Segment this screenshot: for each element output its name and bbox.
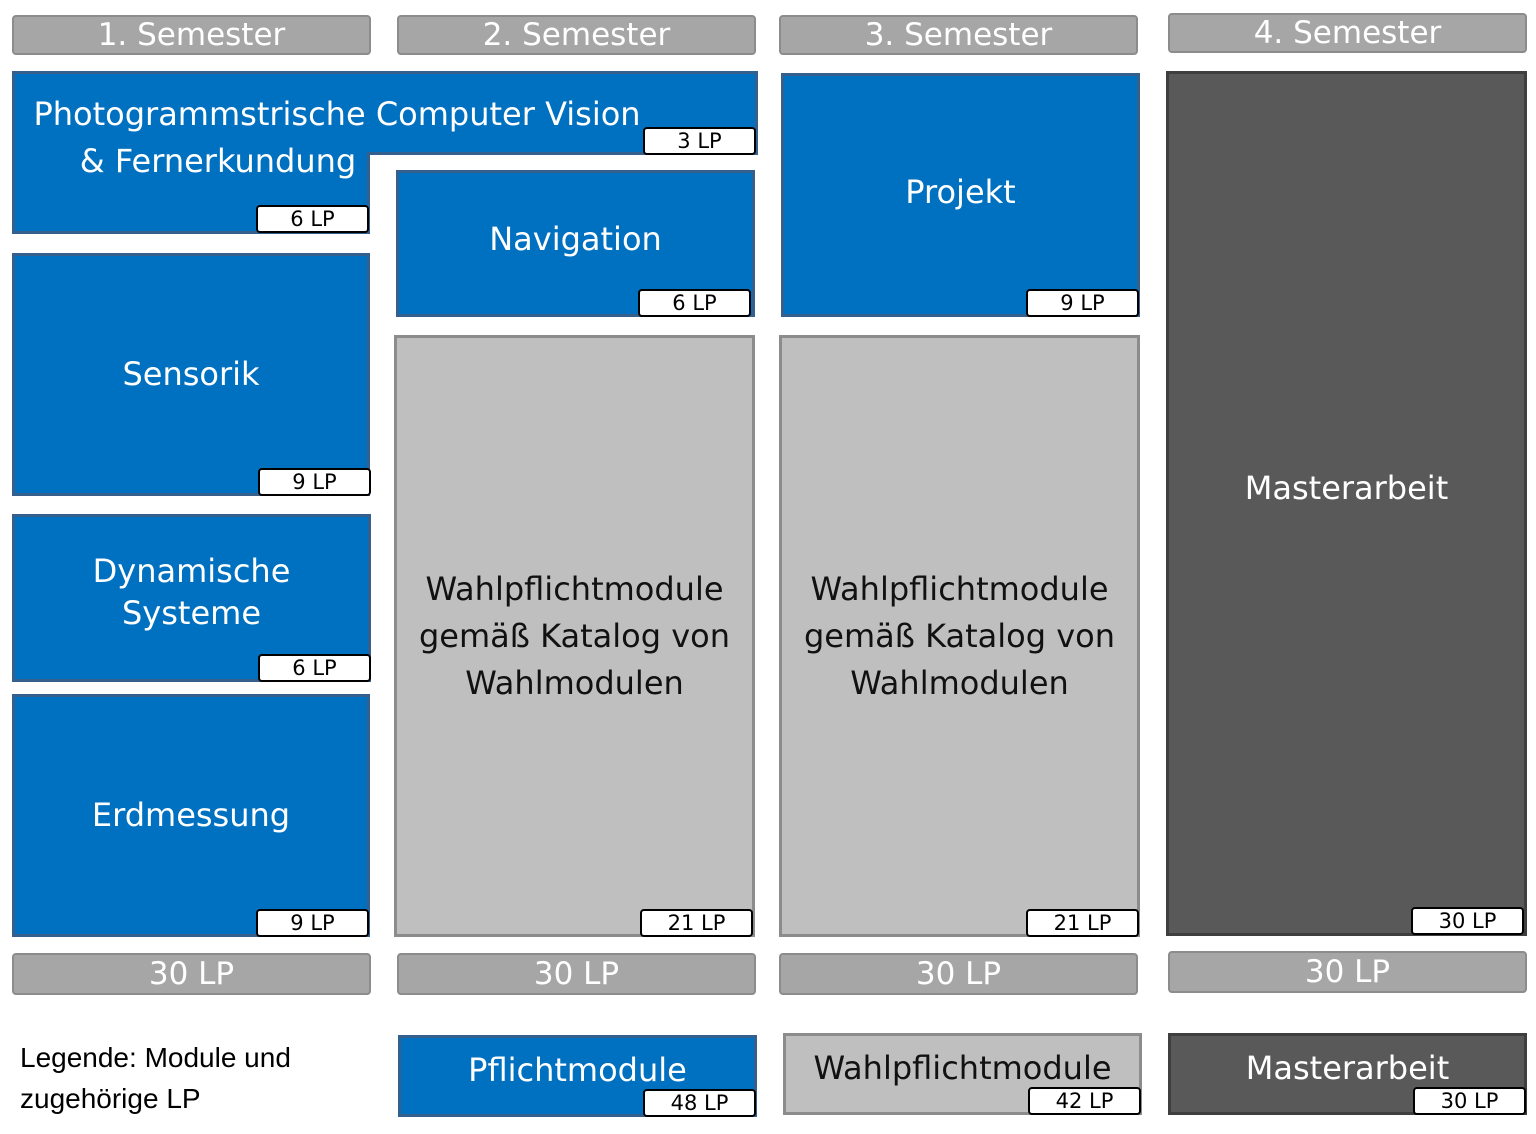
wahl-s3-line3: Wahlmodulen [850,663,1069,702]
module-sensorik: Sensorik [12,253,370,496]
wahl-s2-line3: Wahlmodulen [465,663,684,702]
semester-total-3: 30 LP [779,953,1138,995]
module-pcv-line1: Photogrammstrische Computer Vision [33,95,641,133]
wahl-s3-line2: gemäß Katalog von [803,616,1116,655]
semester-header-1: 1. Semester [12,15,371,55]
module-pcv-notch-edge-h [367,152,758,155]
lp-badge-legend-wahl: 42 LP [1028,1087,1141,1115]
lp-badge-legend-master: 30 LP [1413,1087,1526,1115]
legend-label-line2: zugehörige LP [20,1082,201,1114]
lp-badge-navigation: 6 LP [638,289,751,317]
module-masterarbeit: Masterarbeit [1166,71,1527,936]
semester-total-4: 30 LP [1168,951,1527,993]
lp-badge-dyn: 6 LP [258,654,371,682]
legend-label: Legende: Module und zugehörige LP [20,1038,350,1119]
module-dyn-line1: Dynamische [92,552,291,591]
semester-header-3: 3. Semester [779,15,1138,55]
module-erdmessung: Erdmessung [12,694,370,937]
module-wahlpflicht-s2: Wahlpflichtmodule gemäß Katalog von Wahl… [394,335,755,937]
lp-badge-pcv-s1: 6 LP [256,205,369,233]
module-pcv-notch-edge-v [367,152,370,234]
module-dyn-line2: Systeme [121,594,261,632]
wahl-s3-line1: Wahlpflichtmodule [810,569,1109,608]
lp-badge-projekt: 9 LP [1026,289,1139,317]
legend-label-line1: Legende: Module und [20,1042,291,1073]
lp-badge-wahl-s2: 21 LP [640,909,753,937]
module-projekt: Projekt [781,73,1140,317]
lp-badge-wahl-s3: 21 LP [1026,909,1139,937]
module-pcv-line2: & Fernerkundung [79,142,357,180]
semester-header-2: 2. Semester [397,15,756,55]
semester-total-2: 30 LP [397,953,756,995]
semester-header-4: 4. Semester [1168,13,1527,53]
lp-badge-masterarbeit: 30 LP [1411,907,1524,935]
legend-wahlpflichtmodule: Wahlpflichtmodule [783,1033,1142,1115]
semester-total-1: 30 LP [12,953,371,995]
wahl-s2-line2: gemäß Katalog von [418,616,731,655]
lp-badge-sensorik: 9 LP [258,468,371,496]
lp-badge-legend-pflicht: 48 LP [643,1089,756,1117]
module-wahlpflicht-s3: Wahlpflichtmodule gemäß Katalog von Wahl… [779,335,1140,937]
wahl-s2-line1: Wahlpflichtmodule [425,569,724,608]
lp-badge-erdmessung: 9 LP [256,909,369,937]
lp-badge-pcv-s2: 3 LP [643,127,756,155]
module-pcv-title: Photogrammstrische Computer Vision [12,91,662,138]
